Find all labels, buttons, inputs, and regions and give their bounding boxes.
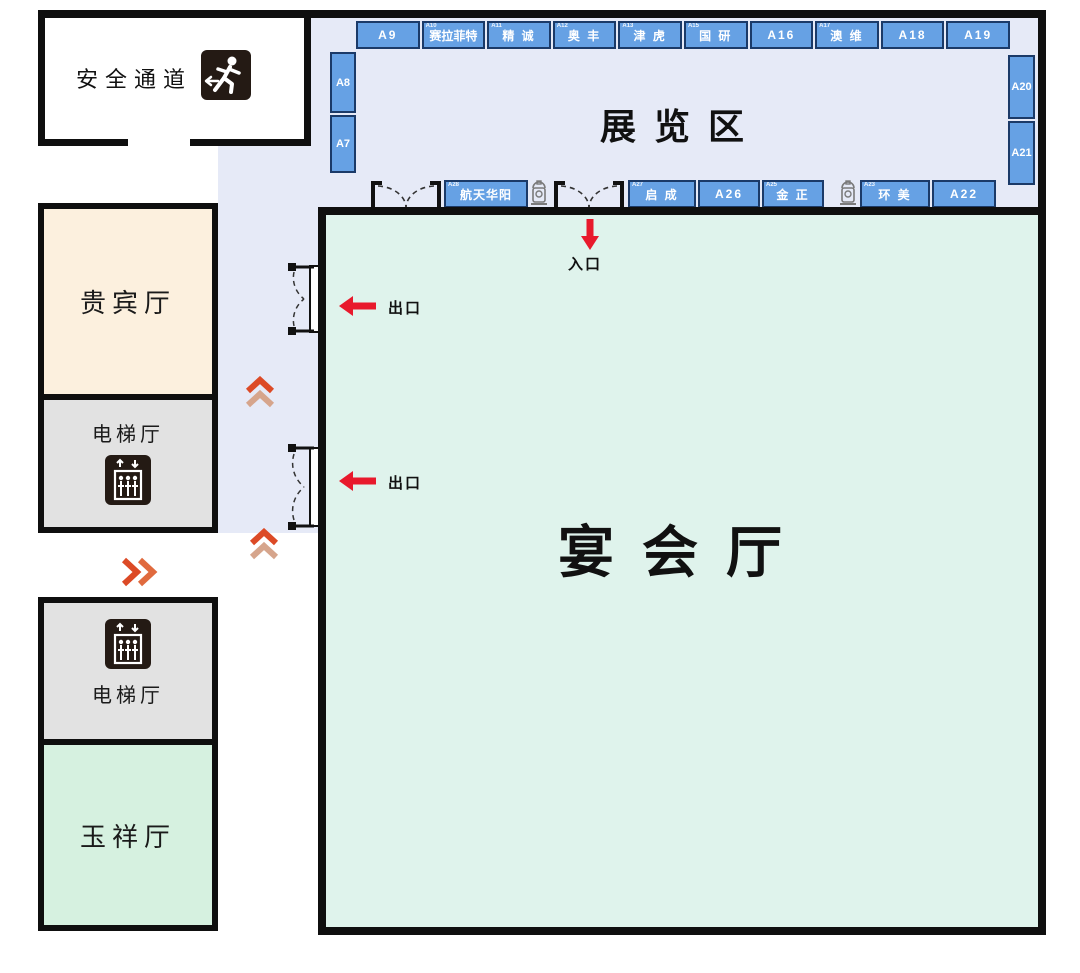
banquet-title: 宴会厅 — [558, 521, 810, 584]
exhibition-right-wall — [1038, 10, 1046, 215]
entrance-label: 入口 — [568, 256, 603, 273]
chevron-up-icon — [245, 376, 275, 408]
double-door-icon — [371, 181, 441, 208]
booth-a8: A8 — [330, 52, 356, 113]
exhibition-title: 展览区 — [600, 106, 763, 147]
corridor-bg — [218, 146, 318, 533]
double-door-icon — [288, 263, 320, 335]
safety-room-right-wall — [304, 10, 311, 146]
fire-hydrant-icon — [840, 180, 856, 205]
chevron-up-icon — [249, 528, 279, 560]
booth-a20: A20 — [1008, 55, 1035, 119]
exit-arrow-icon — [339, 296, 376, 316]
elevator-hall-label: 电梯厅 — [92, 424, 164, 446]
top-wall — [38, 10, 1046, 18]
safety-room-bottom-wall-a — [38, 139, 128, 146]
booth-a22: A22 — [932, 180, 996, 208]
booth-a26: A26 — [698, 180, 760, 208]
room-elevator-top: 电梯厅 — [38, 394, 218, 533]
safety-room-left-wall — [38, 10, 45, 146]
banquet-hall — [318, 207, 1046, 935]
vip-room-label: 贵宾厅 — [79, 288, 176, 318]
booth-a18: A18 — [880, 21, 945, 49]
booth-a16: A16 — [749, 21, 814, 49]
emergency-exit-icon — [201, 50, 251, 100]
fire-hydrant-icon — [531, 180, 547, 205]
room-yuxiang: 玉祥厅 — [38, 739, 218, 931]
yuxiang-room-label: 玉祥厅 — [79, 821, 176, 852]
double-door-icon — [288, 444, 320, 530]
room-vip: 贵宾厅 — [38, 203, 218, 400]
double-door-icon — [554, 181, 624, 208]
exit-arrow-icon — [339, 471, 376, 491]
exit-label-2: 出口 — [388, 475, 423, 492]
booth-a19: A19 — [946, 21, 1010, 49]
booth-a9: A9 — [356, 21, 420, 49]
safety-room-bottom-wall-b — [190, 139, 311, 146]
booth-a21: A21 — [1008, 121, 1035, 185]
safety-passage-label: 安全通道 — [76, 67, 193, 92]
booth-hangtianhuayang: A28 航天华阳 — [444, 180, 528, 208]
booth-a7: A7 — [330, 115, 356, 173]
room-elevator-bottom: 电梯厅 — [38, 597, 218, 745]
booth-qicheng: A27 启 成 — [628, 180, 696, 208]
booth-jinzheng: A25 金 正 — [762, 180, 824, 208]
elevator-icon — [105, 619, 151, 669]
booth-huanmei: A23 环 美 — [860, 180, 930, 208]
entrance-arrow-icon — [581, 219, 599, 250]
chevron-right-icon — [121, 557, 158, 587]
exit-label-1: 出口 — [388, 300, 423, 317]
elevator-hall-label: 电梯厅 — [92, 685, 164, 707]
elevator-icon — [105, 455, 151, 505]
